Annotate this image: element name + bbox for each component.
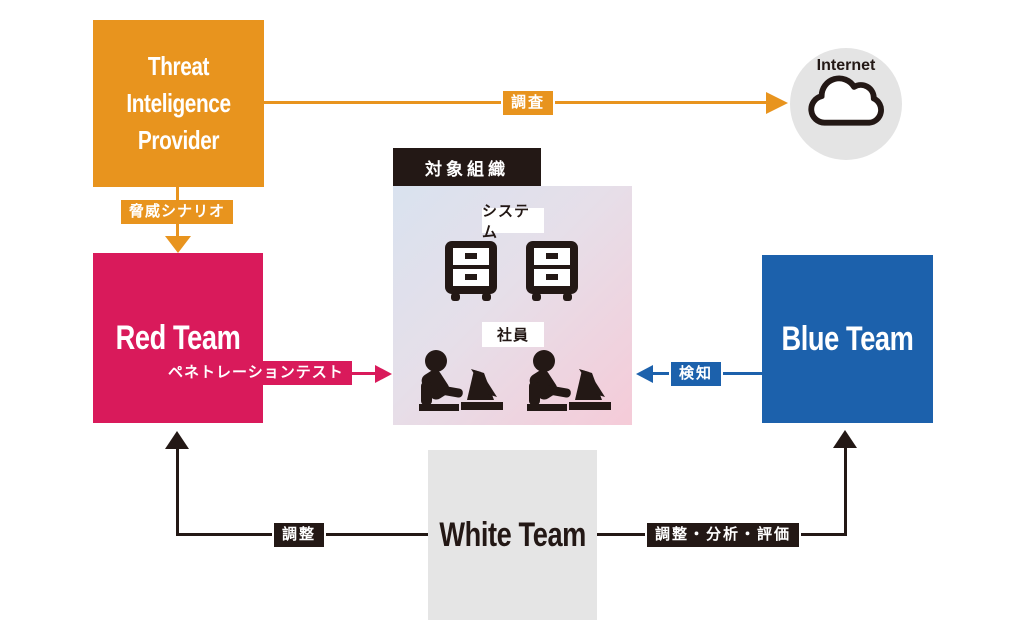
server-icon bbox=[444, 240, 498, 302]
white-team-label: White Team bbox=[439, 515, 586, 554]
coordination-analysis-line-vertical bbox=[844, 447, 847, 536]
person-laptop-icon bbox=[413, 349, 503, 416]
detection-arrowhead-icon bbox=[636, 365, 653, 383]
coordination-arrowhead-icon bbox=[165, 431, 189, 449]
survey-label: 調査 bbox=[501, 89, 556, 117]
system-label: システム bbox=[482, 203, 544, 241]
internet-label: Internet bbox=[816, 57, 876, 74]
threat-intelligence-provider-label: Threat Inteligence Provider bbox=[126, 51, 231, 155]
internet-node: Internet bbox=[790, 48, 902, 160]
coordination-label: 調整 bbox=[272, 521, 327, 549]
red-team-box: Red Team bbox=[93, 253, 263, 423]
employee-label: 社員 bbox=[482, 322, 544, 347]
white-team-box: White Team bbox=[428, 450, 597, 620]
coordination-line-vertical bbox=[176, 448, 179, 536]
coordination-analysis-label: 調整・分析・評価 bbox=[645, 521, 802, 549]
detection-label: 検知 bbox=[669, 360, 724, 388]
coordination-analysis-arrowhead-icon bbox=[833, 430, 857, 448]
survey-arrowhead-icon bbox=[766, 92, 788, 114]
threat-intelligence-provider-box: Threat Inteligence Provider bbox=[93, 20, 264, 187]
blue-team-box: Blue Team bbox=[762, 255, 933, 423]
blue-team-label: Blue Team bbox=[781, 319, 914, 358]
pentest-arrowhead-icon bbox=[375, 365, 392, 383]
red-team-label: Red Team bbox=[115, 318, 241, 357]
person-laptop-icon bbox=[521, 349, 611, 416]
threat-scenario-arrowhead-icon bbox=[165, 236, 191, 253]
cloud-icon bbox=[803, 75, 889, 131]
server-icon bbox=[525, 240, 579, 302]
pentest-label: ペネトレーションテスト bbox=[160, 361, 352, 385]
target-org-header: 対象組織 bbox=[393, 148, 541, 186]
threat-scenario-label: 脅威シナリオ bbox=[121, 200, 234, 224]
pentest-arrow-line bbox=[350, 372, 378, 375]
